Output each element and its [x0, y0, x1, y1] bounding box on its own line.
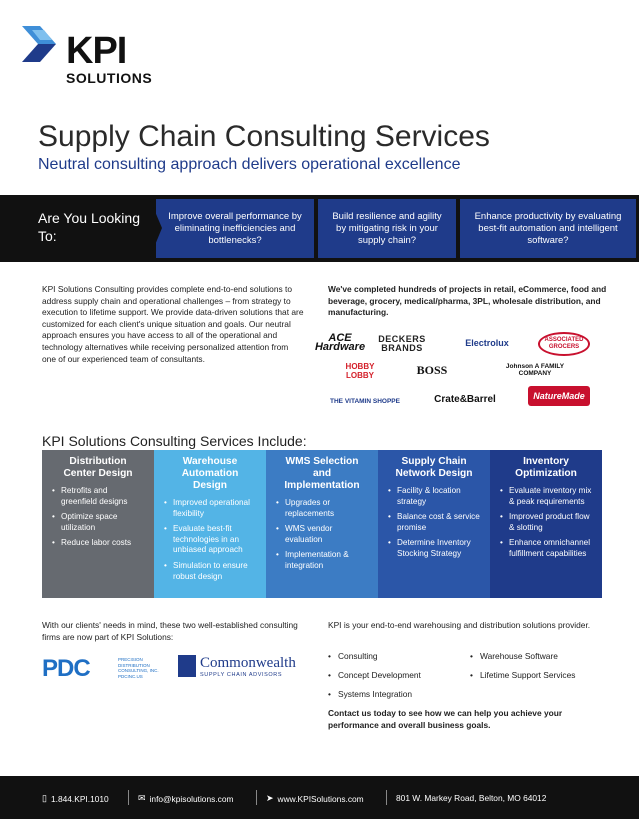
client-logo-deckers: DECKERS BRANDS: [378, 334, 426, 353]
page-subtitle: Neutral consulting approach delivers ope…: [38, 156, 461, 173]
service-item: Evaluate best-fit technologies in an unb…: [164, 524, 256, 556]
footer-address: 801 W. Markey Road, Belton, MO 64012: [396, 793, 546, 803]
service-item: Simulation to ensure robust design: [164, 561, 256, 582]
firms-paragraph: With our clients' needs in mind, these t…: [42, 620, 298, 642]
commonwealth-wordmark: Commonwealth: [200, 655, 296, 671]
service-item: Optimize space utilization: [52, 512, 144, 533]
commonwealth-logo: Commonwealth SUPPLY CHAIN ADVISORS: [178, 655, 308, 683]
footer-web-text: www.KPISolutions.com: [277, 793, 364, 804]
service-card-automation: Warehouse Automation Design Improved ope…: [154, 450, 266, 598]
pdc-wordmark: PDC: [42, 655, 91, 682]
service-card-network: Supply Chain Network Design Facility & l…: [378, 450, 490, 598]
client-logo-ace: ACE Hardware: [314, 332, 366, 353]
service-item: Retrofits and greenfield designs: [52, 486, 144, 507]
banner-question-2: Build resilience and agility by mitigati…: [318, 199, 456, 258]
footer-address-text: 801 W. Markey Road, Belton, MO 64012: [396, 793, 547, 803]
question-banner: Are You Looking To: Improve overall perf…: [0, 195, 639, 262]
provider-list-left: Consulting Concept Development Systems I…: [328, 650, 421, 707]
footer-web[interactable]: ➤ www.KPISolutions.com: [266, 793, 364, 804]
provider-item: Consulting: [328, 650, 421, 669]
banner-arrow: [148, 195, 162, 262]
service-title: Inventory Optimization: [515, 456, 577, 479]
kpi-logo: KPI SOLUTIONS: [22, 22, 152, 90]
service-item: Upgrades or replacements: [276, 498, 368, 519]
footer-phone-text: 1.844.KPI.1010: [50, 793, 109, 804]
logo-wordmark: KPI: [66, 30, 127, 72]
service-item: Improved product flow & slotting: [500, 512, 592, 533]
footer-email-text: info@kpisolutions.com: [149, 793, 234, 804]
mail-icon: ✉: [138, 793, 146, 803]
service-title: WMS Selection and Implementation: [284, 456, 360, 491]
service-item: Facility & location strategy: [388, 486, 480, 507]
service-card-wms: WMS Selection and Implementation Upgrade…: [266, 450, 378, 598]
phone-icon: ▯: [42, 793, 47, 803]
intro-paragraph: KPI Solutions Consulting provides comple…: [42, 284, 304, 364]
service-item: WMS vendor evaluation: [276, 524, 368, 545]
services-heading: KPI Solutions Consulting Services Includ…: [42, 433, 307, 449]
provider-item: Warehouse Software: [470, 650, 575, 669]
service-item: Determine Inventory Stocking Strategy: [388, 538, 480, 559]
service-title: Warehouse Automation Design: [181, 456, 239, 491]
service-title: Distribution Center Design: [63, 456, 133, 479]
service-item: Balance cost & service promise: [388, 512, 480, 533]
client-logo-johnson: Johnson A FAMILY COMPANY: [505, 363, 565, 377]
client-logo-vitamin-shoppe: THE VITAMIN SHOPPE: [330, 397, 400, 405]
service-item: Implementation & integration: [276, 550, 368, 571]
commonwealth-tagline: SUPPLY CHAIN ADVISORS: [200, 672, 283, 678]
client-logo-associated-grocers: ASSOCIATED GROCERS: [538, 332, 590, 356]
service-title: Supply Chain Network Design: [395, 456, 473, 479]
logo-tagline: SOLUTIONS: [66, 70, 153, 86]
footer-divider: [256, 790, 257, 805]
banner-question-3: Enhance productivity by evaluating best-…: [460, 199, 636, 258]
service-item: Evaluate inventory mix & peak requiremen…: [500, 486, 592, 507]
provider-item: Lifetime Support Services: [470, 669, 575, 688]
cursor-icon: ➤: [266, 793, 274, 803]
contact-cta: Contact us today to see how we can help …: [328, 708, 563, 730]
footer-divider: [386, 790, 387, 805]
service-card-inventory: Inventory Optimization Evaluate inventor…: [490, 450, 602, 598]
client-logo-crate-barrel: Crate&Barrel: [434, 393, 496, 405]
client-logo-electrolux: Electrolux: [465, 337, 509, 348]
pdc-tagline: PRECISION DISTRIBUTION CONSULTING, INC. …: [118, 657, 159, 679]
footer-email[interactable]: ✉ info@kpisolutions.com: [138, 793, 233, 804]
pdc-logo: PDC PRECISION DISTRIBUTION CONSULTING, I…: [42, 655, 166, 683]
commonwealth-mark-icon: [178, 655, 196, 677]
banner-question-1: Improve overall performance by eliminati…: [156, 199, 314, 258]
client-logo-nature-made: NatureMade: [528, 386, 590, 406]
banner-prompt: Are You Looking To:: [38, 210, 140, 244]
provider-item: Systems Integration: [328, 688, 421, 707]
kpi-chevron-icon: [22, 26, 56, 62]
footer-phone[interactable]: ▯ 1.844.KPI.1010: [42, 793, 109, 804]
client-logo-boss: BOSS: [416, 362, 448, 377]
provider-list-right: Warehouse Software Lifetime Support Serv…: [470, 650, 575, 688]
footer-divider: [128, 790, 129, 805]
footer: ▯ 1.844.KPI.1010 ✉ info@kpisolutions.com…: [0, 776, 639, 819]
page-title: Supply Chain Consulting Services: [38, 120, 490, 153]
service-item: Improved operational flexibility: [164, 498, 256, 519]
provider-item: Concept Development: [328, 669, 421, 688]
projects-paragraph: We've completed hundreds of projects in …: [328, 284, 607, 318]
service-item: Reduce labor costs: [52, 538, 144, 549]
client-logo-hobby-lobby: HOBBY LOBBY: [345, 362, 375, 380]
service-item: Enhance omnichannel fulfillment capabili…: [500, 538, 592, 559]
provider-paragraph: KPI is your end-to-end warehousing and d…: [328, 620, 591, 630]
service-card-dc-design: Distribution Center Design Retrofits and…: [42, 450, 154, 598]
